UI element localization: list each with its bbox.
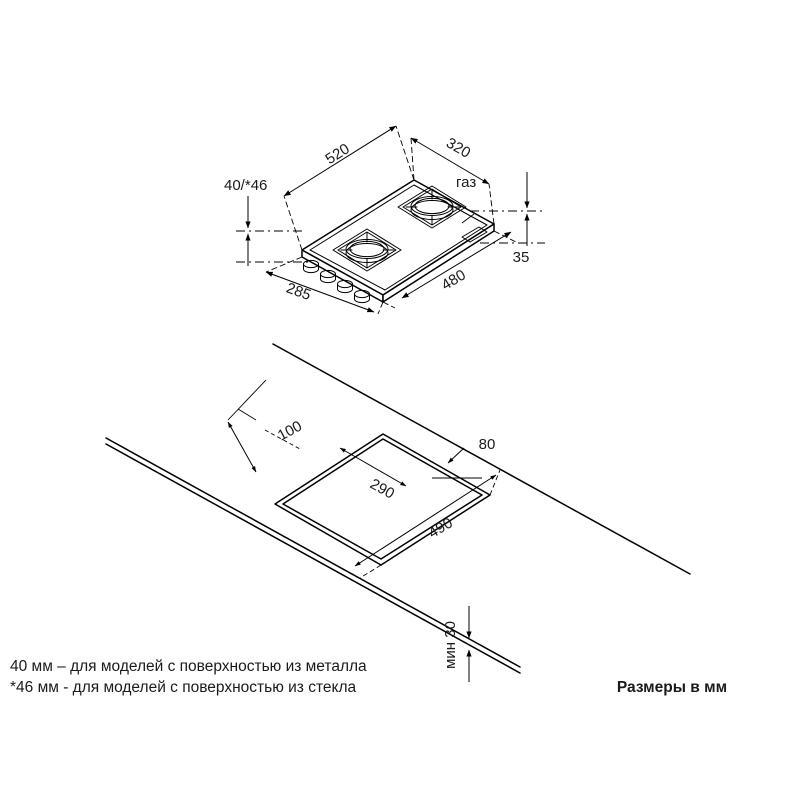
dimension-35: 35 [470, 172, 545, 266]
burner-rear [397, 185, 467, 229]
dimension-285-line [265, 271, 375, 313]
dimension-thickness-label: 40/*46 [224, 177, 267, 194]
dimension-thickness: 40/*46 [224, 177, 308, 266]
burner-front-grate-inner [337, 231, 397, 269]
dimension-480-ext-b [493, 230, 517, 243]
dimension-min30-label: мин 30 [442, 621, 459, 669]
dimension-490-ext-b [489, 469, 501, 496]
dimension-490-ext-a [359, 564, 382, 579]
notes-block: 40 мм – для моделей с поверхностью из ме… [10, 658, 367, 696]
note-metal-surface: 40 мм – для моделей с поверхностью из ме… [10, 658, 367, 675]
burner-front-skirt [345, 243, 389, 263]
dimension-320-ext-b [488, 183, 495, 225]
dimension-100-line [227, 421, 257, 473]
dimension-285-ext-a [265, 256, 303, 273]
burner-rear-cap-inner [414, 197, 450, 215]
dimension-min-30: мин 30 [442, 606, 472, 682]
burner-rear-cap-outer [410, 196, 454, 216]
note-glass-surface: *46 мм - для моделей с поверхностью из с… [10, 679, 357, 696]
dimension-100-ext-b [227, 379, 267, 421]
dimension-520-ext-a [283, 195, 303, 251]
gas-label-group: газ [456, 174, 476, 224]
dimension-80-line [447, 447, 465, 464]
worktop-assembly [105, 343, 691, 674]
dimension-520-line [283, 125, 397, 197]
dimension-100-ext-a [237, 408, 257, 421]
dimension-35-label: 35 [513, 249, 530, 266]
dimension-490-line [354, 474, 497, 567]
burner-front-cap-inner [349, 240, 385, 258]
units-note: Размеры в мм [617, 679, 727, 696]
burner-front [332, 228, 402, 272]
dimension-480-ext-a [382, 301, 396, 309]
dimension-320-line [410, 137, 490, 185]
gas-label: газ [456, 174, 476, 191]
worktop-rear-edge [272, 343, 691, 575]
burner-rear-grate-outer [397, 185, 467, 229]
burner-front-grate-outer [332, 228, 402, 272]
dimension-285-ext-b [377, 301, 384, 315]
burner-rear-skirt [410, 200, 454, 220]
gas-leader-line [461, 213, 475, 224]
burner-front-cap-outer [345, 239, 389, 259]
burner-rear-grate-inner [402, 188, 462, 226]
dimension-80-label: 80 [479, 436, 496, 453]
worktop-front-edge-top [105, 437, 521, 668]
dimension-320-ext-a [410, 137, 415, 181]
dimension-480-line [401, 231, 512, 299]
worktop-front-edge-bottom [105, 443, 521, 674]
